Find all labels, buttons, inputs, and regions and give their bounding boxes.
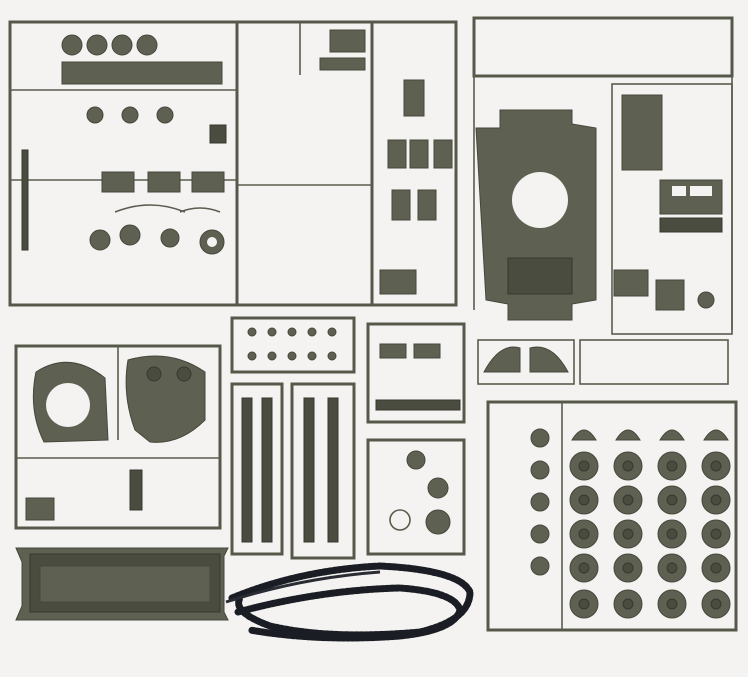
turret-shell: [125, 355, 206, 443]
idler-half: [703, 429, 729, 441]
wheel-hub: [666, 494, 678, 506]
wheel-hub: [622, 598, 634, 610]
wheel-hub: [622, 494, 634, 506]
wheel-hub: [578, 460, 590, 472]
sprocket-wheel: [530, 492, 550, 512]
sprocket-wheel: [530, 524, 550, 544]
sprocket-wheel: [530, 428, 550, 448]
lower-hull: [15, 547, 229, 621]
idler-half: [571, 429, 597, 441]
track-links: [225, 562, 474, 642]
sprue-frame-b: [472, 16, 734, 385]
wheel-hub: [666, 528, 678, 540]
wheel-hub: [666, 562, 678, 574]
wheel-hub: [666, 460, 678, 472]
wheel-hub: [710, 598, 722, 610]
wheel-hub: [666, 598, 678, 610]
turret-ring-opening: [512, 172, 568, 228]
wheel-hub: [710, 528, 722, 540]
wheel-hub: [622, 562, 634, 574]
wheel-hub: [578, 528, 590, 540]
wheel-hub: [622, 528, 634, 540]
idler-half: [659, 429, 685, 441]
idler-half: [615, 429, 641, 441]
wheel-hub: [578, 598, 590, 610]
sprue-frame-wheels: [486, 400, 738, 632]
wheel-hub: [578, 494, 590, 506]
sprue-small-frames: [230, 316, 466, 560]
wheel-hub: [710, 494, 722, 506]
wheel-hub: [710, 460, 722, 472]
sprocket-wheel: [530, 460, 550, 480]
wheel-hub: [710, 562, 722, 574]
sprue-frame-c: [14, 344, 222, 530]
wheel-hub: [622, 460, 634, 472]
wheel-hub: [578, 562, 590, 574]
sprocket-wheel: [530, 556, 550, 576]
sprue-frame-a: [8, 20, 458, 307]
road-wheels: [530, 428, 731, 619]
